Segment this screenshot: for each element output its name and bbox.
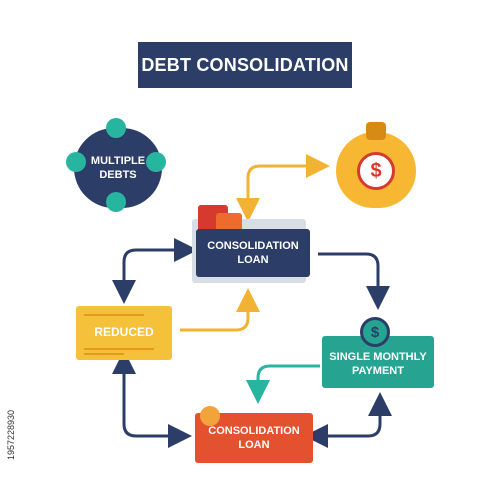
stripe: [84, 348, 154, 350]
dollar-coin-icon: $: [357, 152, 395, 190]
arrow-single-to-bottom: [246, 364, 320, 404]
arrow-loan-to-single: [318, 252, 390, 310]
connector-dot-left: [66, 152, 86, 172]
arrow-reduced-to-bottom: [112, 350, 192, 448]
node-consolidation-loan-top: CONSOLIDATION LOAN: [186, 205, 312, 283]
connector-dot-top: [106, 118, 126, 138]
folder-front: CONSOLIDATION LOAN: [196, 229, 310, 277]
stripe: [84, 314, 144, 316]
arrow-bottom-to-single: [304, 392, 392, 448]
dollar-symbol: $: [370, 159, 382, 182]
arrow-loan-to-moneybag: [236, 154, 330, 222]
arrow-reduced-to-loan: [180, 288, 260, 332]
connector-dot-right: [146, 152, 166, 172]
diagram-title: DEBT CONSOLIDATION: [138, 42, 352, 88]
arrow-loan-to-reduced: [112, 238, 198, 304]
folder-tab-orange: [216, 213, 242, 233]
money-bag-neck: [366, 122, 386, 140]
connector-dot-bottom: [106, 192, 126, 212]
node-single-monthly-payment-label: SINGLE MONTHLY PAYMENT: [329, 350, 427, 377]
node-multiple-debts-label: MULTIPLE DEBTS: [90, 154, 146, 181]
node-reduced-label: REDUCED: [94, 325, 154, 340]
node-consolidation-loan-bottom-label: CONSOLIDATION LOAN: [208, 424, 300, 451]
money-bag-icon: $: [336, 118, 416, 208]
node-consolidation-loan-top-label: CONSOLIDATION LOAN: [207, 239, 299, 266]
watermark-code: 1957228930: [0, 380, 22, 490]
watermark-code-text: 1957228930: [6, 409, 16, 461]
dollar-coin-small-icon: $: [360, 317, 390, 347]
stripe: [84, 353, 124, 355]
orange-dot-icon: [200, 406, 220, 426]
node-single-monthly-payment: SINGLE MONTHLY PAYMENT: [322, 336, 434, 388]
small-dollar-symbol: $: [370, 323, 380, 341]
node-reduced: REDUCED: [76, 306, 172, 360]
